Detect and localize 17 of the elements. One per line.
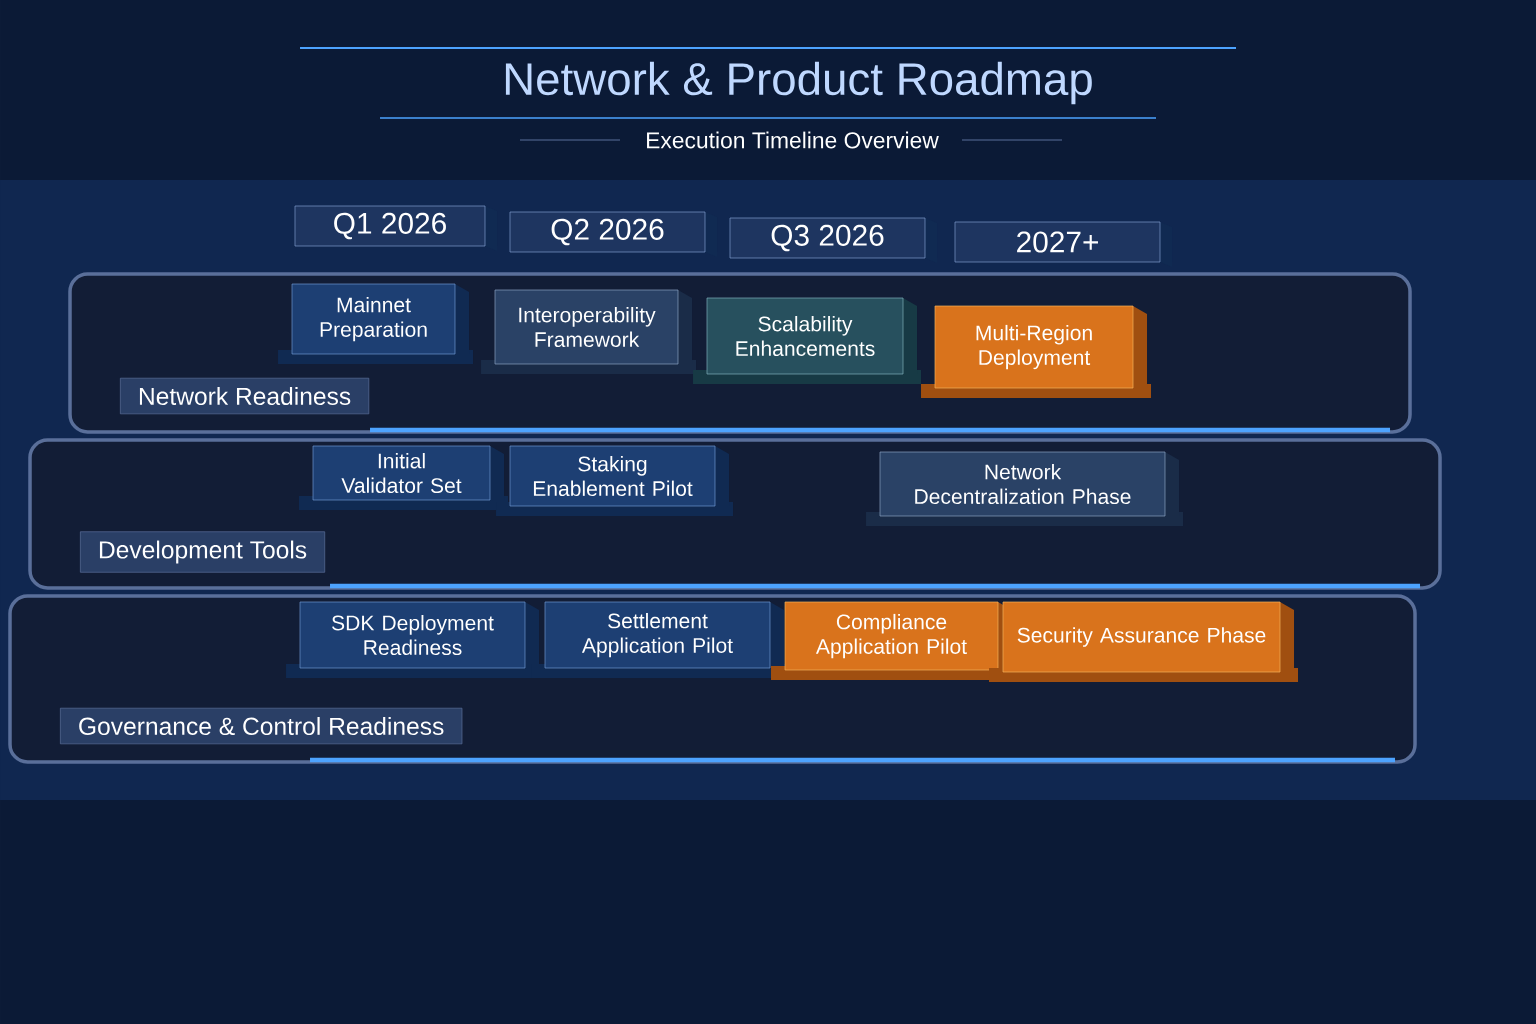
quarter-header: 2027+: [954, 221, 1172, 267]
milestone-block: Staking Enablement Pilot: [496, 445, 733, 516]
milestone-block: Settlement Application Pilot: [531, 601, 788, 678]
milestone-block: Interoperability Framework: [481, 289, 696, 374]
milestone-block: Mainnet Preparation: [278, 283, 473, 364]
subtitle: Execution Timeline Overview: [647, 131, 939, 149]
milestone-block: Compliance Application Pilot: [771, 601, 1016, 680]
title: Network & Product Roadmap: [505, 61, 1092, 105]
quarter-header: Q3 2026: [729, 217, 937, 263]
milestone-block: Security Assurance Phase: [989, 601, 1298, 682]
milestone-block: Initial Validator Set: [299, 445, 508, 510]
milestone-block: Multi-Region Deployment: [921, 305, 1151, 398]
milestone-block: SDK Deployment Readiness: [286, 601, 543, 678]
milestone-block: Network Decentralization Phase: [866, 451, 1183, 526]
milestone-block: Scalability Enhancements: [693, 297, 921, 384]
quarter-header: Q1 2026: [294, 205, 497, 251]
quarter-header: Q2 2026: [509, 211, 717, 257]
